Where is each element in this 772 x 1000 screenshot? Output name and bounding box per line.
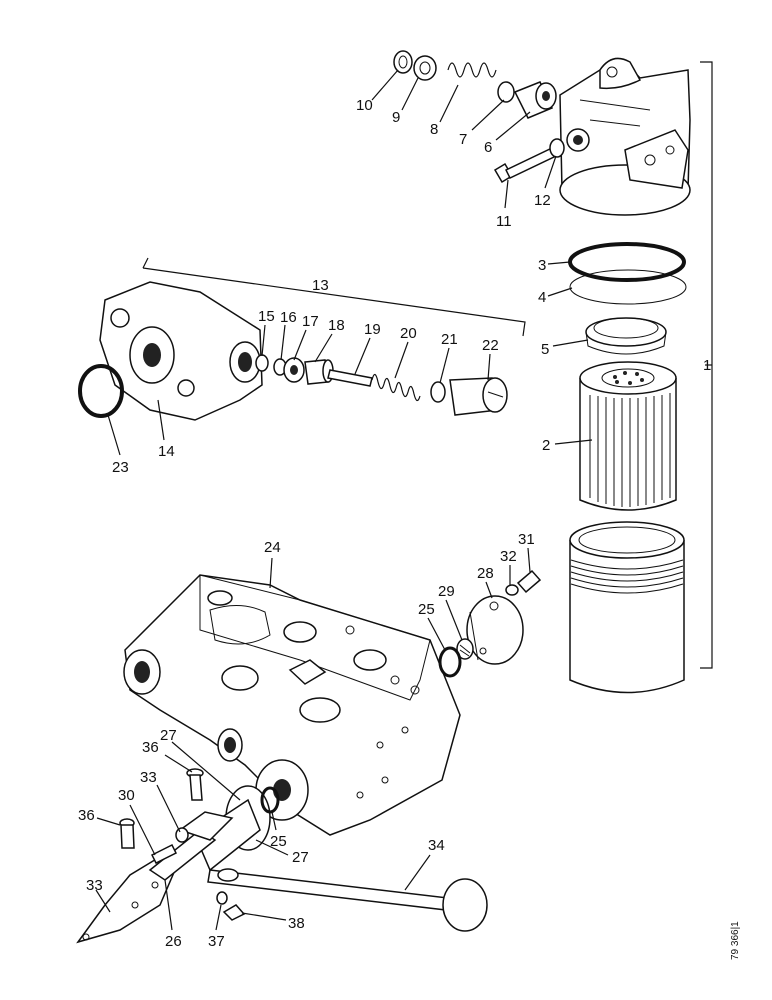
callout-24: 24 (264, 539, 281, 556)
washer-12 (549, 138, 565, 158)
pin-36-lower (119, 818, 135, 849)
callout-2: 2 (542, 437, 550, 454)
washer-37 (216, 891, 228, 905)
reference-code: 79 366|1 (730, 921, 741, 960)
washer-33-lower (175, 827, 189, 843)
callout-18: 18 (328, 317, 345, 334)
circlip-10 (393, 50, 413, 74)
callout-28: 27 (160, 727, 177, 744)
callout-26: 26 (165, 933, 182, 950)
callout-7: 7 (459, 131, 467, 148)
callout-5: 5 (541, 341, 549, 358)
callout-29: 28 (477, 565, 494, 582)
callout-30: 29 (438, 583, 455, 600)
filter-head (559, 57, 691, 216)
callout-14: 14 (158, 443, 175, 460)
callout-27: 27 (292, 849, 309, 866)
o-ring-25-upper (438, 646, 462, 678)
filter-bowl (569, 521, 685, 694)
leader-lines (95, 69, 593, 931)
callout-37: 37 (208, 933, 225, 950)
screw-32 (516, 569, 542, 594)
clip-38 (222, 904, 246, 921)
callout-19: 19 (364, 321, 381, 338)
callout-13: 13 (312, 277, 329, 294)
callout-8: 8 (430, 121, 438, 138)
o-ring-23 (78, 364, 124, 418)
callout-31: 30 (118, 787, 135, 804)
callout-34: 33 (86, 877, 103, 894)
callout-35: 34 (428, 837, 445, 854)
bracket-28 (178, 811, 234, 841)
callout-16: 16 (280, 309, 297, 326)
pin-36-upper (186, 768, 204, 801)
callout-36-lower: 36 (78, 807, 95, 824)
filter-element-2 (579, 361, 677, 511)
callout-25-upper: 25 (418, 601, 435, 618)
plug-22 (449, 377, 508, 416)
link-26 (148, 829, 217, 881)
callout-20: 20 (400, 325, 417, 342)
lever-boss-27 (194, 785, 271, 872)
seat-17 (283, 357, 305, 383)
callout-21: 21 (441, 331, 458, 348)
valve-body-24 (123, 574, 461, 836)
callout-6: 6 (484, 139, 492, 156)
callout-23: 23 (112, 459, 129, 476)
callout-38: 38 (288, 915, 305, 932)
bolt-11 (493, 147, 558, 184)
callout-32: 31 (518, 531, 535, 548)
cover-29 (466, 595, 524, 665)
callout-17: 17 (302, 313, 319, 330)
valve-housing-14 (99, 281, 263, 421)
callout-33-lower: 33 (140, 769, 157, 786)
callout-12: 12 (534, 192, 551, 209)
filter-screen-30 (456, 638, 474, 660)
callout-36-upper: 36 (142, 739, 159, 756)
callout-1: 1 (703, 357, 711, 374)
screw-31 (150, 843, 178, 865)
spring-8 (447, 62, 497, 78)
washer-33-upper (505, 584, 519, 596)
callout-11: 11 (496, 213, 512, 230)
callout-labels: 10 9 8 7 6 11 12 3 4 5 2 1 13 15 16 17 1… (78, 97, 741, 960)
callout-25-lower: 25 (270, 833, 287, 850)
ring-4 (569, 269, 687, 305)
group-13-bracket (142, 267, 526, 337)
callout-3: 3 (538, 257, 546, 274)
washer-9 (413, 55, 437, 81)
o-ring-7 (497, 81, 515, 103)
seal-5 (585, 317, 667, 355)
valve-sleeve-6 (513, 81, 557, 119)
callout-22: 22 (482, 337, 499, 354)
callout-33-upper: 32 (500, 548, 517, 565)
plunger-19 (327, 369, 373, 387)
spring-20 (371, 373, 421, 402)
callout-15: 15 (258, 308, 275, 325)
washer-15 (255, 354, 269, 372)
callout-4: 4 (538, 289, 546, 306)
washer-21 (430, 381, 446, 403)
lever-35 (207, 868, 488, 932)
callout-9: 9 (392, 109, 400, 126)
o-ring-25-lower (260, 786, 280, 814)
callout-10: 10 (356, 97, 373, 114)
